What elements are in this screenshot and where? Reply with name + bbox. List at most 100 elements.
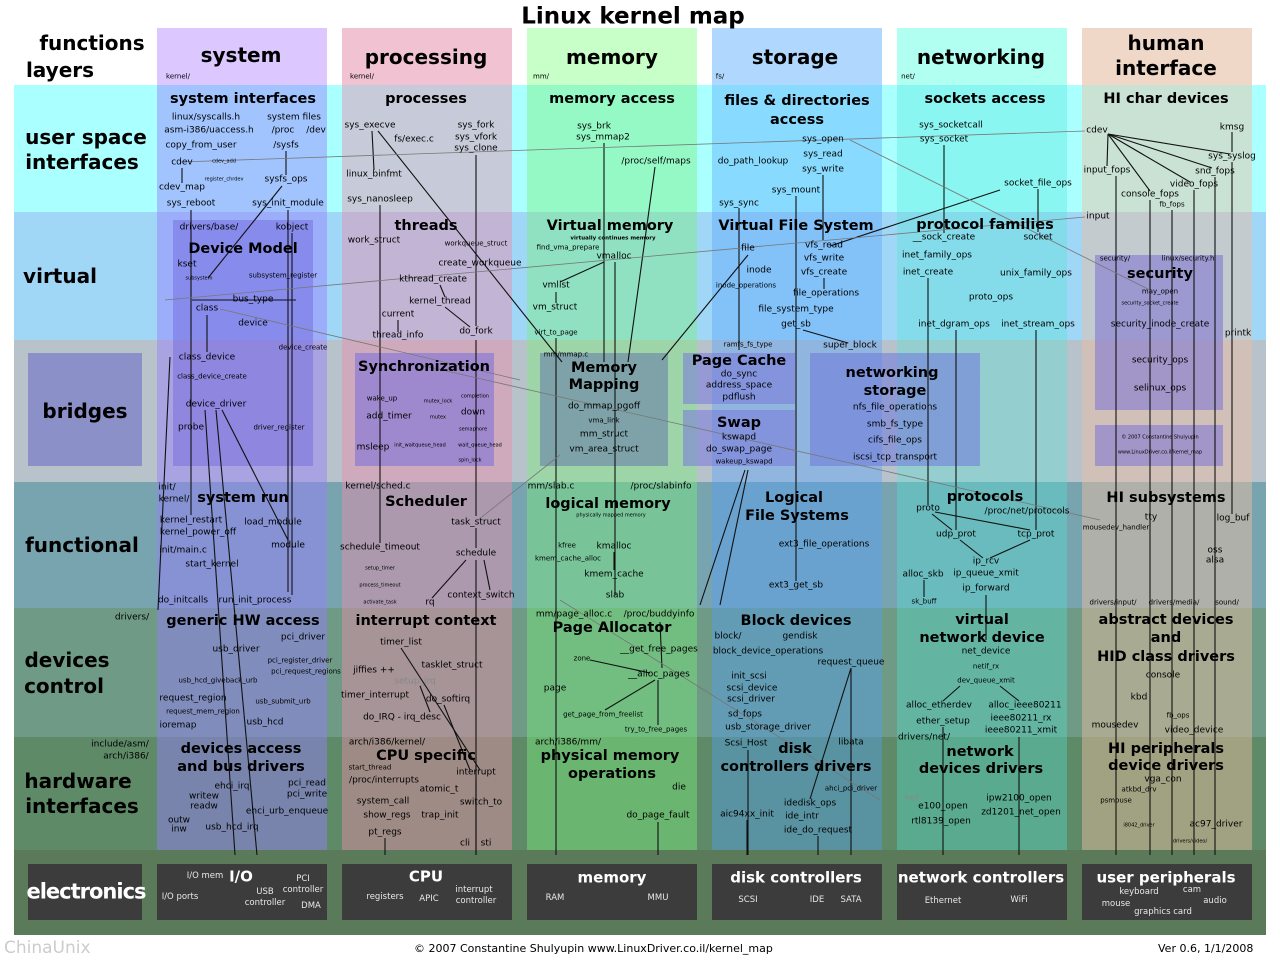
sto-virtual-label: vfs_create	[800, 267, 848, 278]
hi-hardware-label: atkbd_drv	[1121, 785, 1157, 794]
hi-virtual-label: security_socket_create	[1121, 300, 1179, 307]
sys-hardware-label: usb_hcd_irq	[205, 822, 259, 833]
proc-virtual-label: thread_info	[372, 330, 424, 341]
hi-functional-label: alsa	[1205, 555, 1225, 566]
mem-bridges-label: vma_link	[588, 416, 620, 425]
hi-functional-label: drivers/media/	[1148, 598, 1200, 607]
net-hardware-label: ipw2100_open	[986, 793, 1052, 804]
sto-user-label: sys_open	[802, 134, 844, 145]
mem-functional-heading: logical memory	[545, 495, 671, 512]
sto-hardware-label: ahci_pci_driver	[824, 784, 878, 793]
proc-devices-label: setup_irq	[394, 676, 436, 687]
sys-hardware-label: writew	[189, 791, 219, 802]
hi-bridges-label: © 2007 Constantine Shulyupin	[1121, 434, 1199, 441]
sto-electronics-heading: disk controllers	[730, 868, 862, 887]
sys-devices-heading: generic HW access	[166, 612, 320, 629]
proc-functional-label: kernel/sched.c	[345, 481, 411, 492]
net-hardware-label: drivers/net/	[897, 732, 951, 743]
mem-virtual-label: virtually continues memory	[570, 235, 656, 242]
header-heading: functions	[39, 31, 145, 55]
net-virtual-label: __sock_create	[912, 232, 976, 243]
rows-heading: user space	[25, 125, 147, 149]
hi-virtual-heading: security	[1127, 265, 1193, 282]
sto-user-label: sys_write	[802, 164, 844, 175]
mem-virtual-label: vm_struct	[532, 302, 578, 313]
sys-hardware-label: ehci_irq	[214, 781, 250, 792]
proc-virtual-label: do_fork	[459, 326, 493, 337]
proc-electronics-label: registers	[366, 891, 404, 902]
proc-hardware-label: switch_to	[459, 797, 503, 808]
header-label: net/	[901, 72, 915, 81]
footer-version: Ver 0.6, 1/1/2008	[1158, 942, 1254, 955]
footer-copyright[interactable]: © 2007 Constantine Shulyupin www.LinuxDr…	[414, 942, 773, 955]
mem-electronics-label: MMU	[647, 892, 669, 903]
sys-virtual-label: subsystem	[185, 275, 213, 282]
hi-hardware-heading: HI peripherals	[1108, 740, 1224, 757]
sys-devices-label: usb_driver	[212, 644, 260, 655]
sto-virtual-heading: Virtual File System	[718, 217, 874, 234]
sys-hardware-heading: devices access	[180, 740, 302, 757]
hi-hardware-label: vga_con	[1144, 774, 1182, 785]
sto-virtual-label: inode	[746, 265, 772, 276]
sto-functional-label: ext3_file_operations	[778, 539, 870, 550]
rows-label: include/asm/	[91, 739, 149, 750]
net-hardware-heading: devices drivers	[918, 760, 1044, 777]
mem-devices-label: page	[543, 683, 567, 694]
sto-bridges-label: smb_fs_type	[866, 419, 924, 430]
proc-functional-label: task_struct	[451, 517, 501, 528]
hi-devices-heading: HID class drivers	[1097, 648, 1235, 665]
mem-functional-label: kfree	[558, 541, 576, 550]
proc-devices-label: timer_interrupt	[341, 690, 409, 701]
mem-devices-label: __get_free_pages	[620, 644, 698, 655]
sys-user-label: sysfs_ops	[264, 174, 308, 185]
proc-user-label: sys_clone	[454, 143, 498, 154]
mem-functional-label: kmem_cache_alloc	[534, 554, 602, 563]
proc-bridges-label: spin_lock	[458, 457, 482, 464]
hi-user-label: input_fops	[1083, 165, 1131, 176]
proc-devices-label: timer_list	[380, 637, 422, 648]
sys-bridges-label: probe	[178, 422, 204, 433]
rows-heading: virtual	[23, 264, 97, 288]
proc-bridges-label: semaphore	[458, 426, 488, 433]
mem-functional-label: /proc/slabinfo	[630, 481, 692, 492]
net-hardware-label: zd1201_net_open	[981, 807, 1061, 818]
hi-functional-label: drivers/input/	[1089, 598, 1137, 607]
sto-virtual-label: file	[741, 243, 755, 254]
sto-electronics-label: SATA	[840, 894, 862, 905]
sto-devices-label: request_queue	[817, 657, 885, 668]
sys-bridges-label: device_driver	[185, 399, 247, 410]
sys-bridges-label: driver_register	[253, 423, 305, 432]
net-virtual-label: proto_ops	[968, 292, 1014, 303]
proc-hardware-label: /proc/interrupts	[349, 775, 419, 786]
proc-electronics-label: interrupt	[455, 884, 493, 895]
sys-user-label: cdev_add	[212, 158, 236, 165]
sys-user-label: cdev_map	[158, 182, 206, 193]
sto-virtual-label: file_operations	[792, 288, 860, 299]
proc-hardware-label: system_call	[356, 796, 410, 807]
proc-functional-label: rq	[425, 597, 435, 608]
net-virtual-label: inet_stream_ops	[1001, 319, 1075, 330]
net-user-heading: sockets access	[924, 90, 1046, 107]
hi-electronics-label: cam	[1182, 884, 1202, 895]
watermark: ChinaUnix	[4, 938, 91, 958]
net-functional-label: alloc_skb	[902, 569, 944, 580]
proc-virtual-label: workqueue_struct	[444, 239, 508, 248]
sto-devices-label: gendisk	[782, 631, 818, 642]
rows-heading: hardware	[24, 769, 132, 793]
proc-bridges-label: add_timer	[366, 411, 412, 422]
electronics-box	[28, 864, 142, 920]
proc-bridges-label: mutex_lock	[423, 398, 453, 405]
cpu-box	[342, 864, 512, 920]
sys-hardware-label: outw	[167, 815, 191, 826]
net-user-label: sys_socketcall	[919, 120, 983, 131]
net-virtual-heading: protocol families	[916, 216, 1054, 233]
hi-devices-label: mousedev	[1091, 720, 1139, 731]
hi-virtual-label: printk	[1224, 328, 1252, 339]
sto-hardware-label: idedisk_ops	[783, 798, 837, 809]
sto-user-label: do_path_lookup	[717, 156, 789, 167]
proc-hardware-label: pt_regs	[368, 827, 402, 838]
mem-virtual-label: vmalloc	[596, 251, 632, 262]
sys-electronics-label: USB	[256, 886, 274, 897]
sys-functional-heading: system run	[197, 489, 289, 506]
sto-bridges-label: address_space	[705, 380, 773, 391]
